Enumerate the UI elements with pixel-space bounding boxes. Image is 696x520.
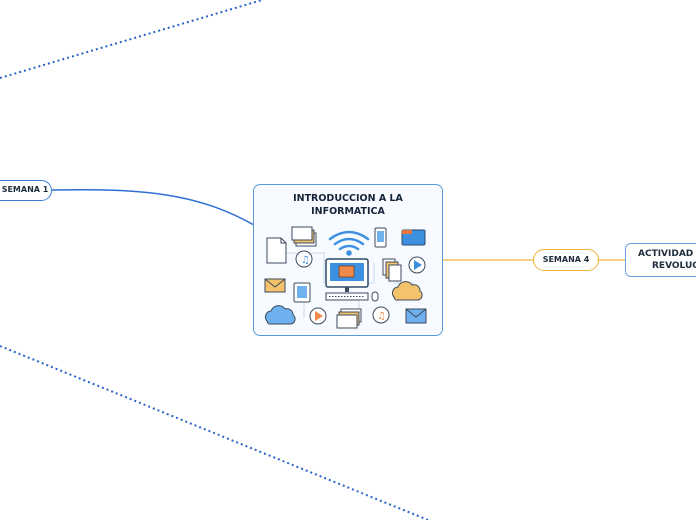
document-icon: [266, 237, 287, 264]
svg-text:♫: ♫: [377, 311, 386, 322]
envelope-icon: [405, 308, 427, 324]
dotted-connector-top: [0, 0, 263, 79]
computer-icon: [325, 258, 379, 302]
folders-stack-icon: [336, 308, 362, 329]
documents-stack-icon: [382, 258, 402, 282]
play-button-icon: [408, 256, 426, 274]
folders-stack-icon: [291, 226, 317, 247]
svg-text:♫: ♫: [301, 255, 310, 266]
wifi-icon: [328, 230, 370, 256]
cloud-icon: [391, 281, 423, 301]
play-button-icon: [309, 307, 327, 325]
folder-icon: [401, 229, 426, 246]
topic-label: SEMANA 1: [1, 185, 49, 194]
topic-actividad[interactable]: ACTIVIDAD REVOLUC: [625, 243, 696, 277]
topic-label: SEMANA 4: [542, 255, 590, 264]
topic-label-line1: ACTIVIDAD: [638, 249, 694, 259]
topic-label-line2: REVOLUC: [652, 261, 696, 271]
music-note-icon: ♫: [295, 250, 313, 268]
connector-semana1: [51, 188, 255, 226]
topic-semana-1[interactable]: SEMANA 1: [0, 180, 52, 201]
phone-icon: [374, 227, 387, 248]
envelope-icon: [264, 278, 286, 293]
technology-illustration: ♫: [264, 226, 427, 329]
central-topic-title: INTRODUCCION A LA INFORMATICA: [293, 193, 403, 217]
topic-semana-4[interactable]: SEMANA 4: [533, 249, 599, 271]
dotted-connector-bottom: [0, 345, 429, 520]
music-note-icon: ♫: [372, 306, 390, 324]
central-topic[interactable]: INTRODUCCION A LA INFORMATICA: [253, 184, 443, 336]
cloud-icon: [264, 305, 296, 325]
tablet-icon: [293, 282, 311, 303]
